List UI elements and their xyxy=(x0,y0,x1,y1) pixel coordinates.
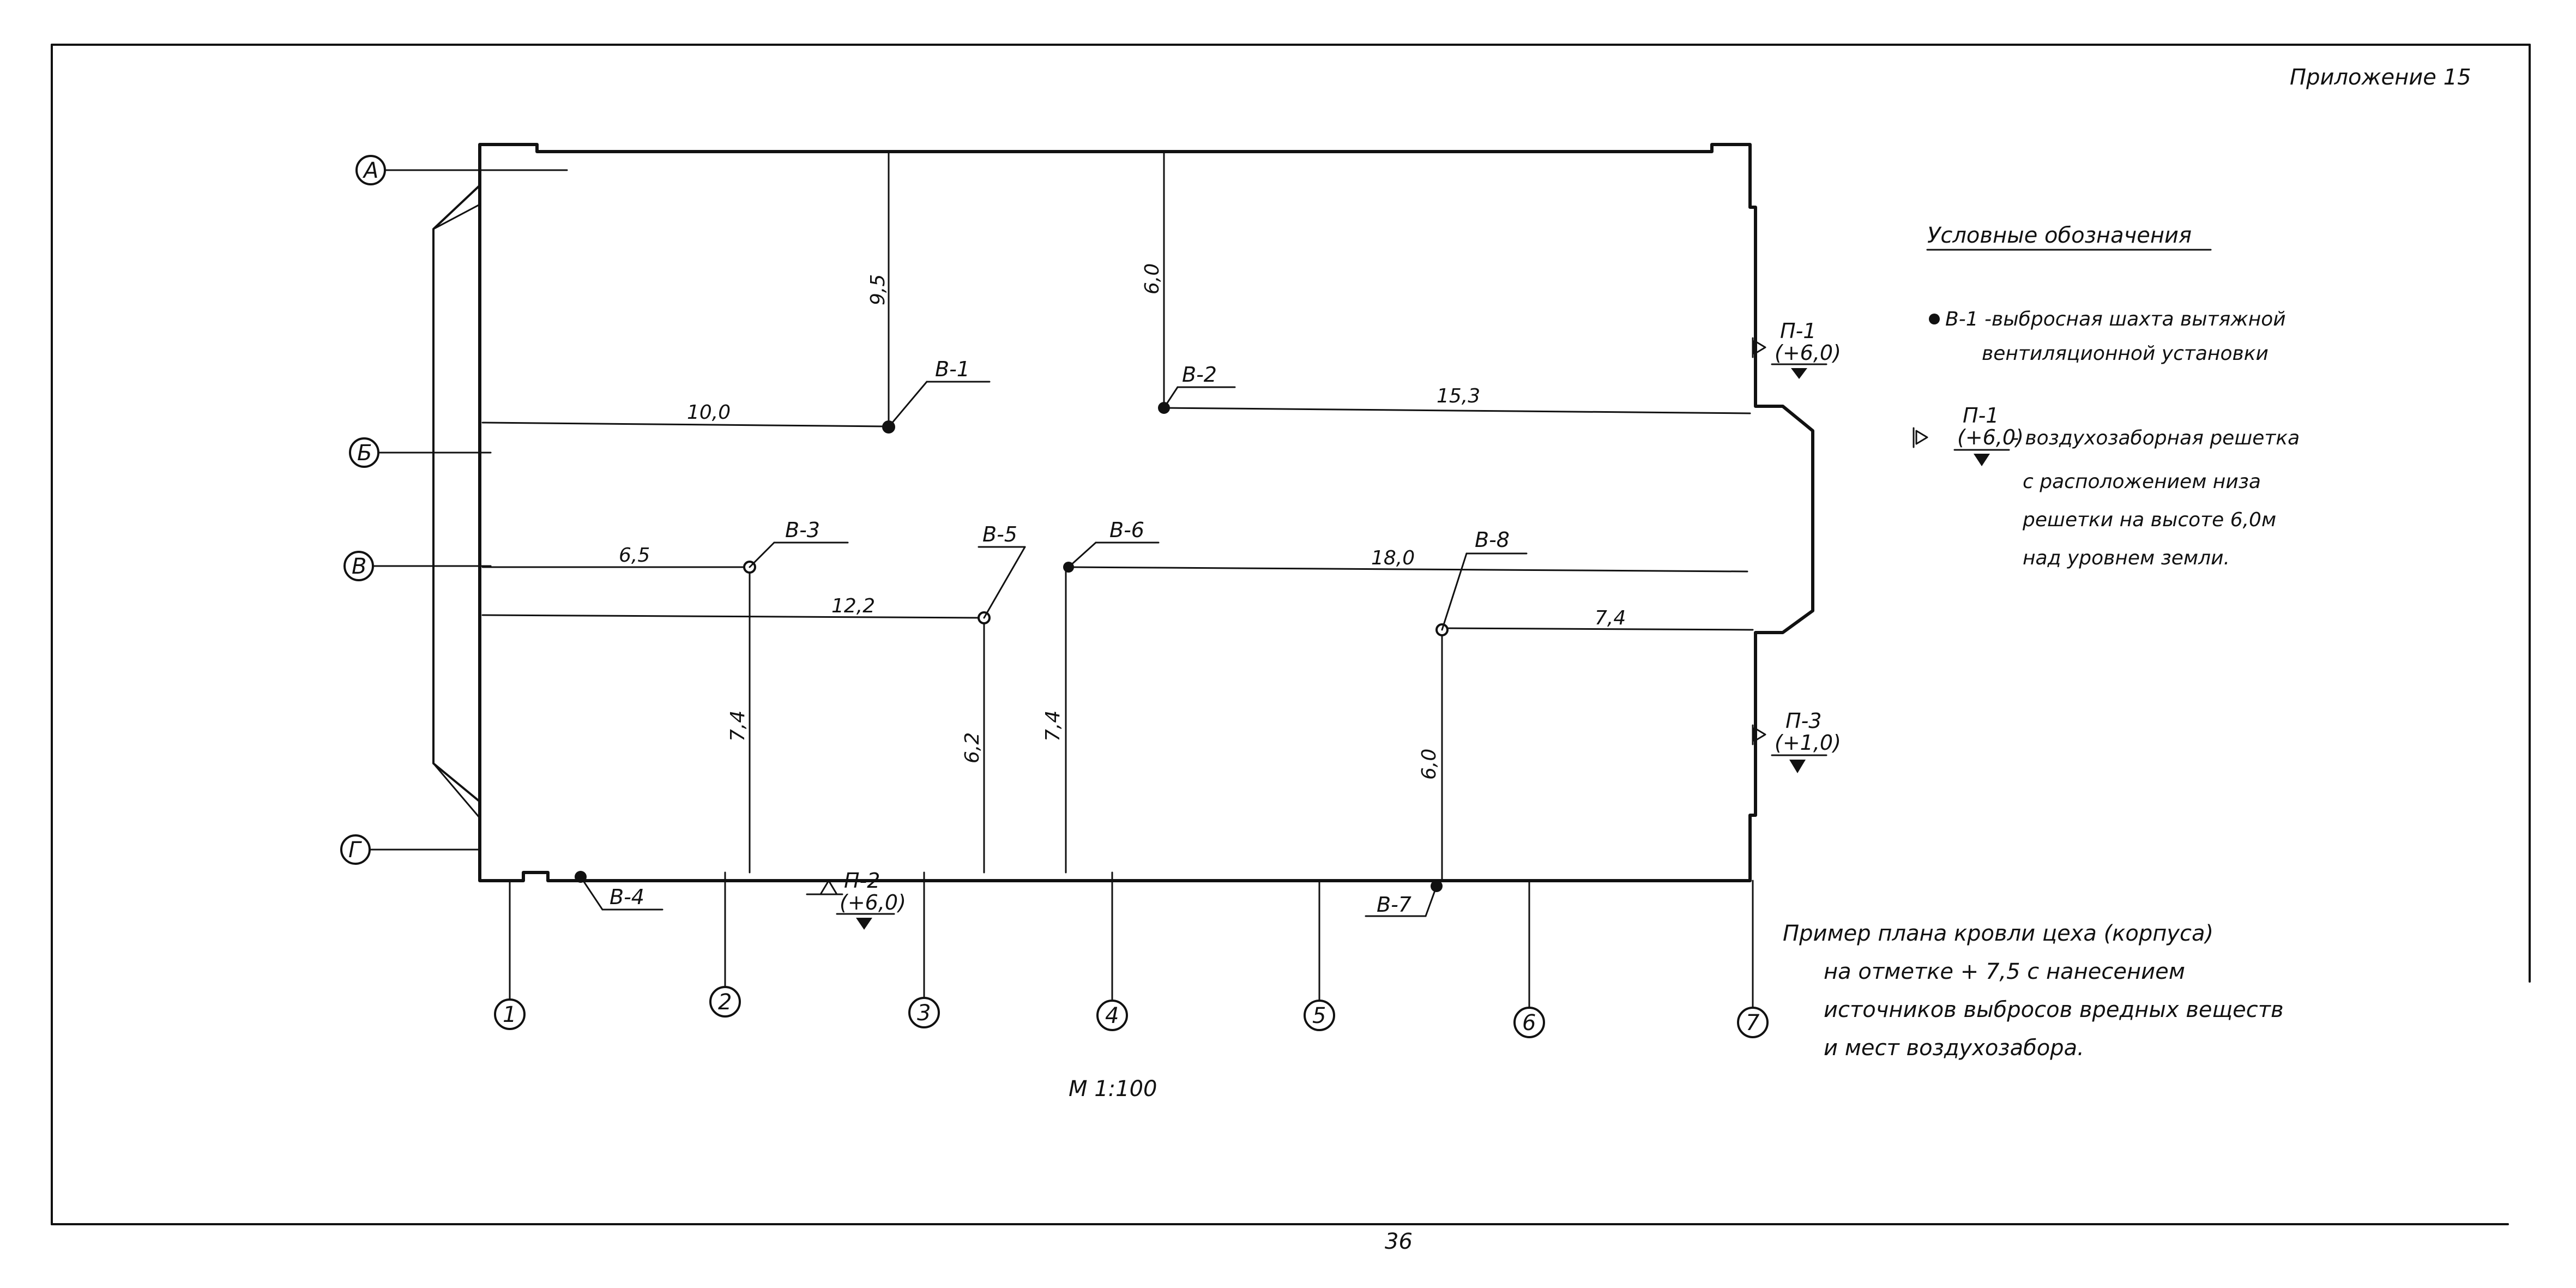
axis-col-3: 3 xyxy=(917,1001,931,1026)
dim-18-0: 18,0 xyxy=(1371,547,1415,569)
axis-col-6: 6 xyxy=(1522,1010,1536,1036)
page-frame xyxy=(51,44,2531,1225)
caption-line1: Пример плана кровли цеха (корпуса) xyxy=(1783,921,2213,946)
dim-7-4-b: 7,4 xyxy=(1042,711,1064,742)
caption-line2: на отметке + 7,5 с нанесением xyxy=(1824,959,2185,984)
intake-name-p1: П-1 xyxy=(1780,319,1816,343)
intake-level-p2: (+6,0) xyxy=(840,890,906,914)
exhaust-shafts: В-1 В-2 В-3 В-5 В-6 В-8 В-4 xyxy=(575,357,1528,917)
axis-col-7: 7 xyxy=(1746,1010,1760,1036)
shaft-label-b7: В-7 xyxy=(1377,893,1411,917)
dim-15-3: 15,3 xyxy=(1437,385,1480,407)
appendix-label: Приложение 15 xyxy=(2290,65,2471,90)
axis-row-a: А xyxy=(362,158,378,183)
legend-intake-line4: над уровнем земли. xyxy=(2023,547,2230,569)
page-number: 36 xyxy=(1385,1229,1413,1254)
canopy xyxy=(432,184,481,819)
legend-shaft-marker xyxy=(1929,314,1940,324)
caption-line4: и мест воздухозабора. xyxy=(1824,1036,2084,1061)
air-intakes: П-1 (+6,0) П-3 (+1,0) П-2 (+6,0) xyxy=(806,319,1841,930)
caption: Пример плана кровли цеха (корпуса) на от… xyxy=(1783,921,2284,1061)
shaft-label-b8: В-8 xyxy=(1475,528,1510,552)
dim-6-5: 6,5 xyxy=(619,544,650,567)
shaft-label-b4: В-4 xyxy=(610,885,644,909)
axis-row-v: В xyxy=(352,554,366,579)
dimension-lines: 9,5 6,0 10,0 15,3 6,5 12,2 18,0 7,4 7,4 … xyxy=(481,152,1754,882)
legend-intake-name: П-1 xyxy=(1963,404,1999,428)
dim-6-2: 6,2 xyxy=(961,732,984,763)
axis-col-2: 2 xyxy=(718,990,732,1015)
intake-name-p2: П-2 xyxy=(844,869,880,893)
legend-intake-line2: с расположением низа xyxy=(2023,471,2261,493)
axis-col-5: 5 xyxy=(1312,1003,1326,1028)
shaft-label-b5: В-5 xyxy=(982,522,1017,546)
shaft-label-b3: В-3 xyxy=(785,518,820,542)
axis-row-b: Б xyxy=(357,441,372,466)
legend: Условные обозначения В-1 -выбросная шахт… xyxy=(1913,223,2300,569)
scale-label: М 1:100 xyxy=(1069,1076,1157,1102)
dim-6-0-bottom: 6,0 xyxy=(1418,749,1440,780)
axis-row-g: Г xyxy=(348,838,362,863)
shaft-label-b6: В-6 xyxy=(1109,518,1144,542)
legend-intake-line3: решетки на высоте 6,0м xyxy=(2022,509,2276,531)
legend-intake-line1: - воздухозаборная решетка xyxy=(2012,427,2300,449)
dim-9-5: 9,5 xyxy=(867,274,889,305)
legend-title: Условные обозначения xyxy=(1927,223,2192,248)
legend-shaft-line2: вентиляционной установки xyxy=(1982,342,2269,365)
dim-12-2: 12,2 xyxy=(831,595,875,617)
intake-level-p3: (+1,0) xyxy=(1775,731,1841,755)
intake-name-p3: П-3 xyxy=(1785,709,1821,733)
shaft-label-b2: В-2 xyxy=(1182,363,1217,387)
building-outline xyxy=(478,143,1814,882)
caption-line3: источников выбросов вредных веществ xyxy=(1824,997,2284,1022)
legend-shaft-line1: В-1 -выбросная шахта вытяжной xyxy=(1945,308,2286,330)
shaft-label-b1: В-1 xyxy=(935,357,970,381)
dim-7-4-a: 7,4 xyxy=(727,711,749,742)
dim-10-0: 10,0 xyxy=(687,401,731,424)
row-axes: А Б В Г xyxy=(340,155,568,865)
dim-6-0-top: 6,0 xyxy=(1141,263,1163,294)
axis-col-4: 4 xyxy=(1105,1003,1119,1028)
intake-level-p1: (+6,0) xyxy=(1775,341,1841,365)
legend-intake-level: (+6,0) xyxy=(1957,425,2024,449)
axis-col-1: 1 xyxy=(503,1002,516,1027)
column-axes: 1 2 3 4 5 6 7 xyxy=(494,871,1769,1038)
dim-7-4-right: 7,4 xyxy=(1595,607,1626,629)
